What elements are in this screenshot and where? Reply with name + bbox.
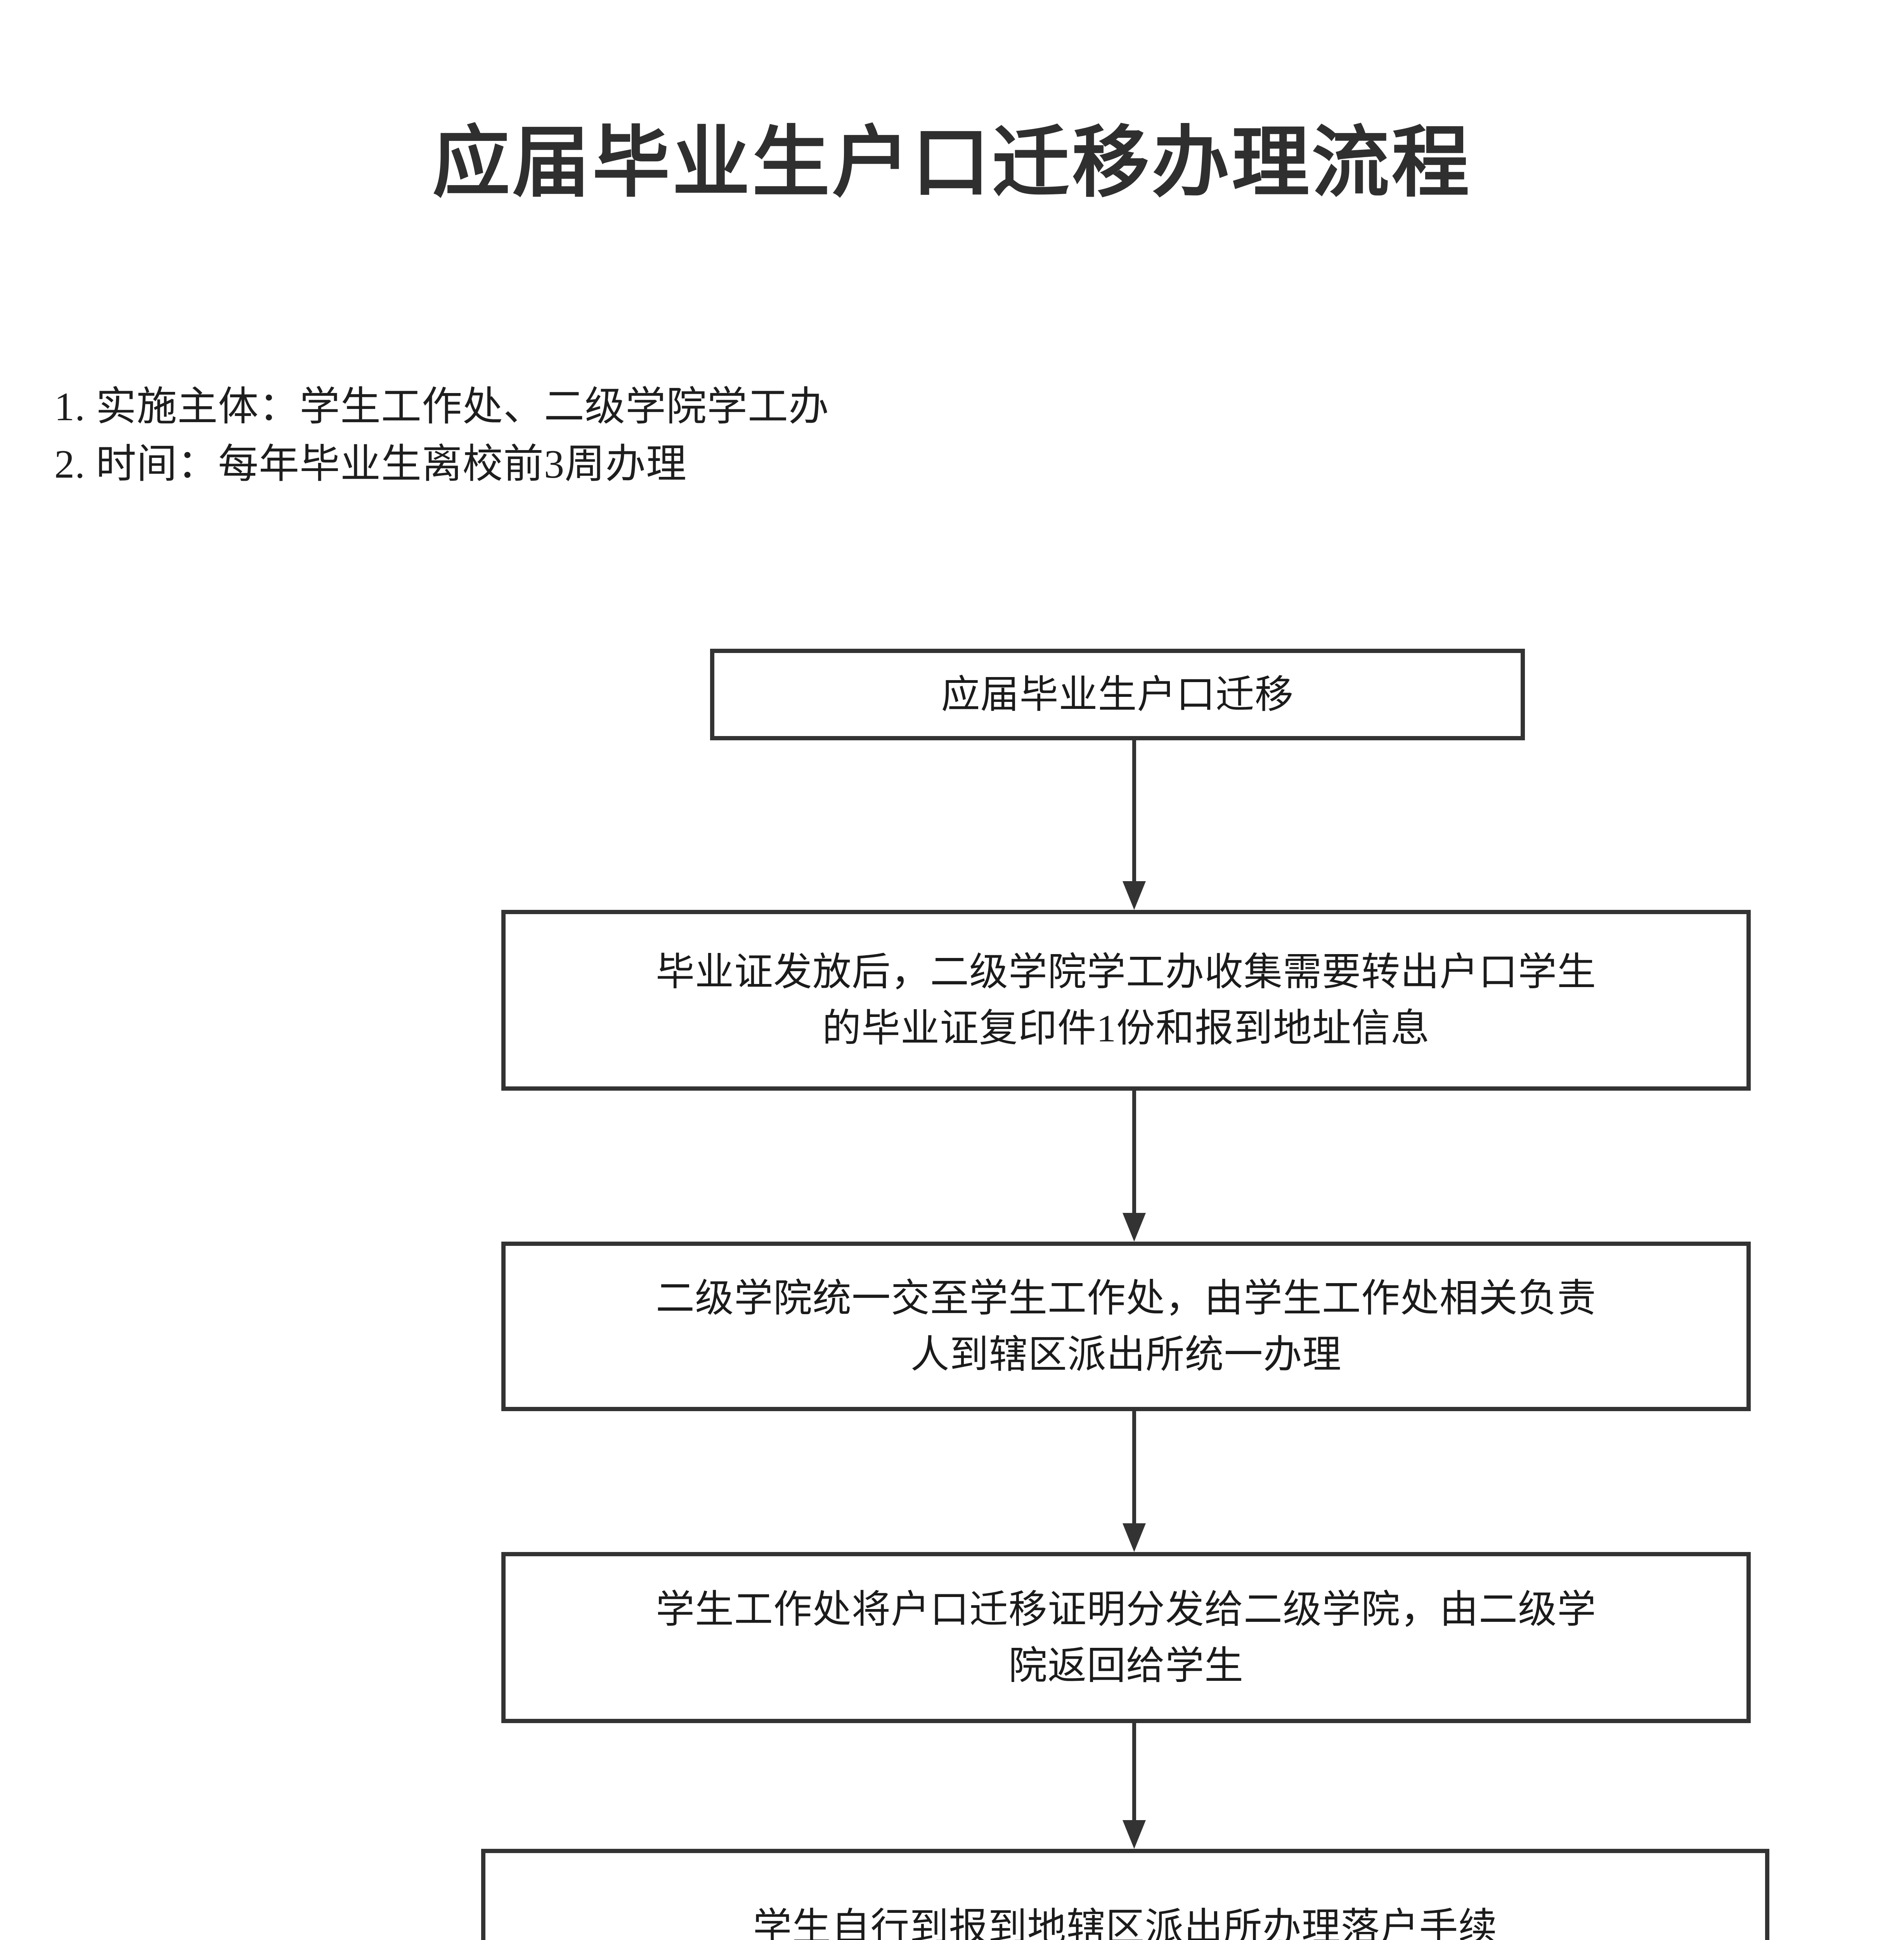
- flow-node-start-label: 应届毕业生户口迁移: [941, 673, 1294, 716]
- note-line-timing: 2. 时间：每年毕业生离校前3周办理: [54, 442, 687, 487]
- flow-node-distribute-certificates: 学生工作处将户口迁移证明分发给二级学院，由二级学 院返回给学生: [501, 1552, 1751, 1723]
- arrow-head: [1123, 1820, 1146, 1849]
- flow-node-distribute-certificates-label: 学生工作处将户口迁移证明分发给二级学院，由二级学 院返回给学生: [656, 1588, 1596, 1687]
- flow-node-submit-to-police-station-label: 二级学院统一交至学生工作处，由学生工作处相关负责 人到辖区派出所统一办理: [656, 1277, 1596, 1376]
- flow-node-student-registers: 学生自行到报到地辖区派出所办理落户手续: [481, 1849, 1769, 1940]
- flow-arrow-3-icon: [1111, 1411, 1157, 1552]
- flow-node-student-registers-label: 学生自行到报到地辖区派出所办理落户手续: [753, 1906, 1498, 1940]
- arrow-head: [1123, 1213, 1146, 1242]
- arrow-head: [1123, 1523, 1146, 1552]
- flow-node-collect-documents-label: 毕业证发放后，二级学院学工办收集需要转出户口学生 的毕业证复印件1份和报到地址信…: [656, 951, 1596, 1050]
- flow-node-collect-documents: 毕业证发放后，二级学院学工办收集需要转出户口学生 的毕业证复印件1份和报到地址信…: [501, 910, 1751, 1091]
- flow-arrow-4-icon: [1111, 1723, 1157, 1849]
- flow-node-submit-to-police-station: 二级学院统一交至学生工作处，由学生工作处相关负责 人到辖区派出所统一办理: [501, 1242, 1751, 1411]
- procedure-notes: 1. 实施主体：学生工作处、二级学院学工办 2. 时间：每年毕业生离校前3周办理: [54, 378, 829, 493]
- arrow-shaft: [1132, 1091, 1136, 1213]
- arrow-shaft: [1132, 1411, 1136, 1523]
- flow-arrow-1-icon: [1111, 740, 1157, 910]
- flow-node-start: 应届毕业生户口迁移: [710, 649, 1525, 740]
- arrow-head: [1123, 881, 1146, 910]
- arrow-shaft: [1132, 740, 1136, 881]
- flow-arrow-2-icon: [1111, 1091, 1157, 1242]
- arrow-shaft: [1132, 1723, 1136, 1820]
- page-title: 应届毕业生户口迁移办理流程: [432, 118, 1472, 208]
- note-line-implementing-body: 1. 实施主体：学生工作处、二级学院学工办: [54, 385, 830, 429]
